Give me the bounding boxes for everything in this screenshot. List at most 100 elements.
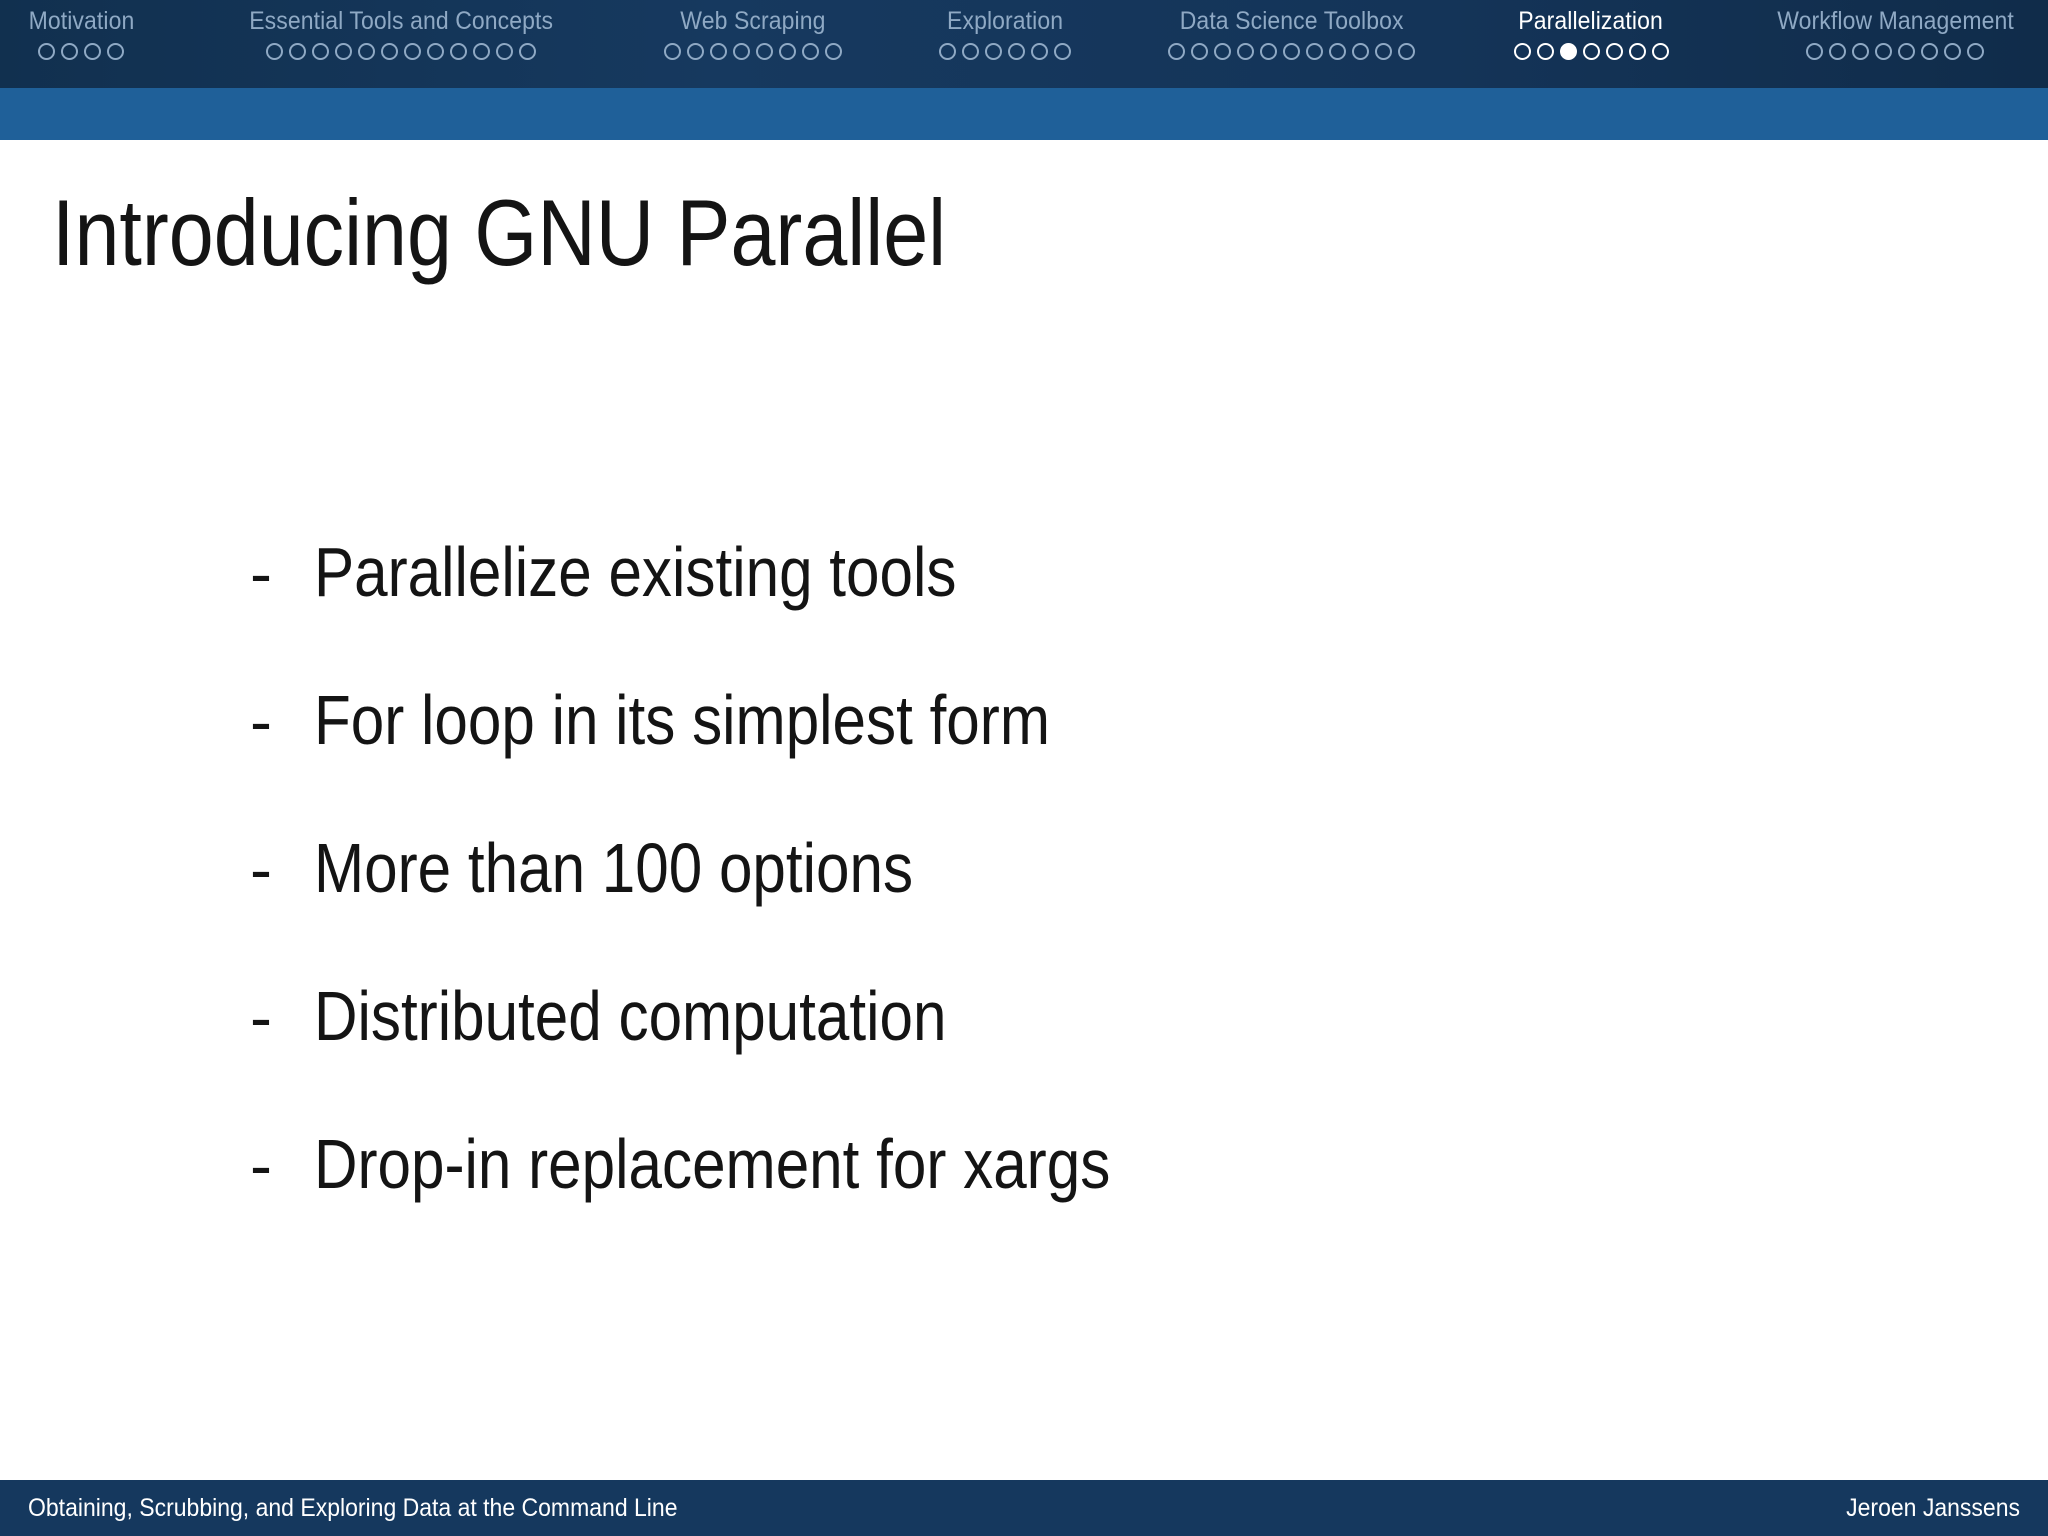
nav-dot[interactable] — [266, 43, 284, 60]
nav-dot[interactable] — [1168, 43, 1186, 60]
nav-section-web-scraping[interactable]: Web Scraping — [654, 0, 852, 60]
bullet-marker-icon: - — [250, 536, 272, 610]
nav-section-dots — [1168, 43, 1416, 60]
nav-dot[interactable] — [1651, 43, 1669, 60]
bullet-text: More than 100 options — [314, 829, 914, 907]
nav-dot[interactable] — [686, 43, 704, 60]
nav-dot[interactable] — [824, 43, 842, 60]
nav-dot[interactable] — [84, 43, 102, 60]
nav-dot[interactable] — [1967, 43, 1985, 60]
nav-section-essential-tools-and-concepts[interactable]: Essential Tools and Concepts — [226, 0, 576, 60]
nav-dot[interactable] — [1352, 43, 1370, 60]
nav-dot[interactable] — [732, 43, 750, 60]
nav-dot[interactable] — [1536, 43, 1554, 60]
nav-dot[interactable] — [961, 43, 979, 60]
nav-dot[interactable] — [1237, 43, 1255, 60]
nav-dot[interactable] — [473, 43, 491, 60]
accent-bar — [0, 88, 2048, 140]
footer-author: Jeroen Janssens — [1846, 1494, 2020, 1522]
nav-section-label: Exploration — [946, 7, 1064, 35]
nav-dot[interactable] — [404, 43, 422, 60]
nav-dot[interactable] — [1329, 43, 1347, 60]
slide-footer: Obtaining, Scrubbing, and Exploring Data… — [0, 1480, 2048, 1536]
nav-dot[interactable] — [938, 43, 956, 60]
list-item: -Parallelize existing tools — [250, 530, 1850, 678]
nav-section-parallelization[interactable]: Parallelization — [1502, 0, 1679, 60]
nav-dot[interactable] — [312, 43, 330, 60]
nav-dot[interactable] — [1398, 43, 1416, 60]
nav-section-label: Essential Tools and Concepts — [249, 7, 554, 35]
nav-section-workflow-management[interactable]: Workflow Management — [1757, 0, 2034, 60]
bullet-marker-icon: - — [250, 684, 272, 758]
nav-dot[interactable] — [1806, 43, 1824, 60]
bullet-marker-icon: - — [250, 1128, 272, 1202]
nav-section-label: Parallelization — [1518, 7, 1664, 35]
nav-dot[interactable] — [1628, 43, 1646, 60]
section-navigation-bar: Motivation Essential Tools and Concepts We… — [0, 0, 2048, 88]
nav-dot[interactable] — [427, 43, 445, 60]
nav-dot[interactable] — [496, 43, 514, 60]
nav-dot[interactable] — [755, 43, 773, 60]
nav-dot[interactable] — [1898, 43, 1916, 60]
nav-dot-current[interactable] — [1559, 43, 1577, 60]
nav-dot[interactable] — [1191, 43, 1209, 60]
page-title: Introducing GNU Parallel — [52, 180, 947, 285]
nav-dot[interactable] — [450, 43, 468, 60]
nav-dot[interactable] — [519, 43, 537, 60]
bullet-marker-icon: - — [250, 980, 272, 1054]
nav-dot[interactable] — [1007, 43, 1025, 60]
nav-section-exploration[interactable]: Exploration — [929, 0, 1081, 60]
nav-section-data-science-toolbox[interactable]: Data Science Toolbox — [1158, 0, 1425, 60]
nav-section-dots — [266, 43, 537, 60]
nav-dot[interactable] — [107, 43, 125, 60]
nav-section-dots — [938, 43, 1071, 60]
nav-dot[interactable] — [335, 43, 353, 60]
footer-course-title: Obtaining, Scrubbing, and Exploring Data… — [28, 1494, 678, 1522]
nav-section-dots — [663, 43, 842, 60]
nav-dot[interactable] — [1283, 43, 1301, 60]
nav-dot[interactable] — [1513, 43, 1531, 60]
nav-section-dots — [1806, 43, 1985, 60]
nav-dot[interactable] — [38, 43, 56, 60]
nav-section-label: Motivation — [28, 7, 135, 35]
bullet-text: Drop-in replacement for xargs — [314, 1125, 1111, 1203]
nav-section-label: Data Science Toolbox — [1179, 7, 1404, 35]
nav-dot[interactable] — [1852, 43, 1870, 60]
bullet-list: -Parallelize existing tools-For loop in … — [250, 530, 1850, 1270]
list-item: -Drop-in replacement for xargs — [250, 1122, 1850, 1270]
list-item: -For loop in its simplest form — [250, 678, 1850, 826]
nav-dot[interactable] — [1030, 43, 1048, 60]
nav-section-motivation[interactable]: Motivation — [14, 0, 149, 60]
nav-dot[interactable] — [1875, 43, 1893, 60]
nav-section-label: Workflow Management — [1777, 7, 2014, 35]
bullet-text: Parallelize existing tools — [314, 533, 957, 611]
nav-section-dots — [38, 43, 125, 60]
nav-dot[interactable] — [1053, 43, 1071, 60]
nav-section-label: Web Scraping — [680, 7, 826, 35]
nav-dot[interactable] — [358, 43, 376, 60]
bullet-text: Distributed computation — [314, 977, 947, 1055]
bullet-marker-icon: - — [250, 832, 272, 906]
nav-dot[interactable] — [289, 43, 307, 60]
nav-dot[interactable] — [663, 43, 681, 60]
nav-dot[interactable] — [984, 43, 1002, 60]
nav-dot[interactable] — [1260, 43, 1278, 60]
bullet-text: For loop in its simplest form — [314, 681, 1050, 759]
nav-section-dots — [1513, 43, 1669, 60]
nav-dot[interactable] — [709, 43, 727, 60]
nav-dot[interactable] — [61, 43, 79, 60]
nav-dot[interactable] — [1306, 43, 1324, 60]
nav-dot[interactable] — [1921, 43, 1939, 60]
list-item: -Distributed computation — [250, 974, 1850, 1122]
nav-dot[interactable] — [1582, 43, 1600, 60]
nav-dot[interactable] — [778, 43, 796, 60]
nav-dot[interactable] — [1944, 43, 1962, 60]
nav-dot[interactable] — [1605, 43, 1623, 60]
nav-dot[interactable] — [1829, 43, 1847, 60]
slide-content: Introducing GNU Parallel -Parallelize ex… — [0, 140, 2048, 1480]
nav-dot[interactable] — [1214, 43, 1232, 60]
nav-dot[interactable] — [381, 43, 399, 60]
nav-dot[interactable] — [801, 43, 819, 60]
nav-dot[interactable] — [1375, 43, 1393, 60]
